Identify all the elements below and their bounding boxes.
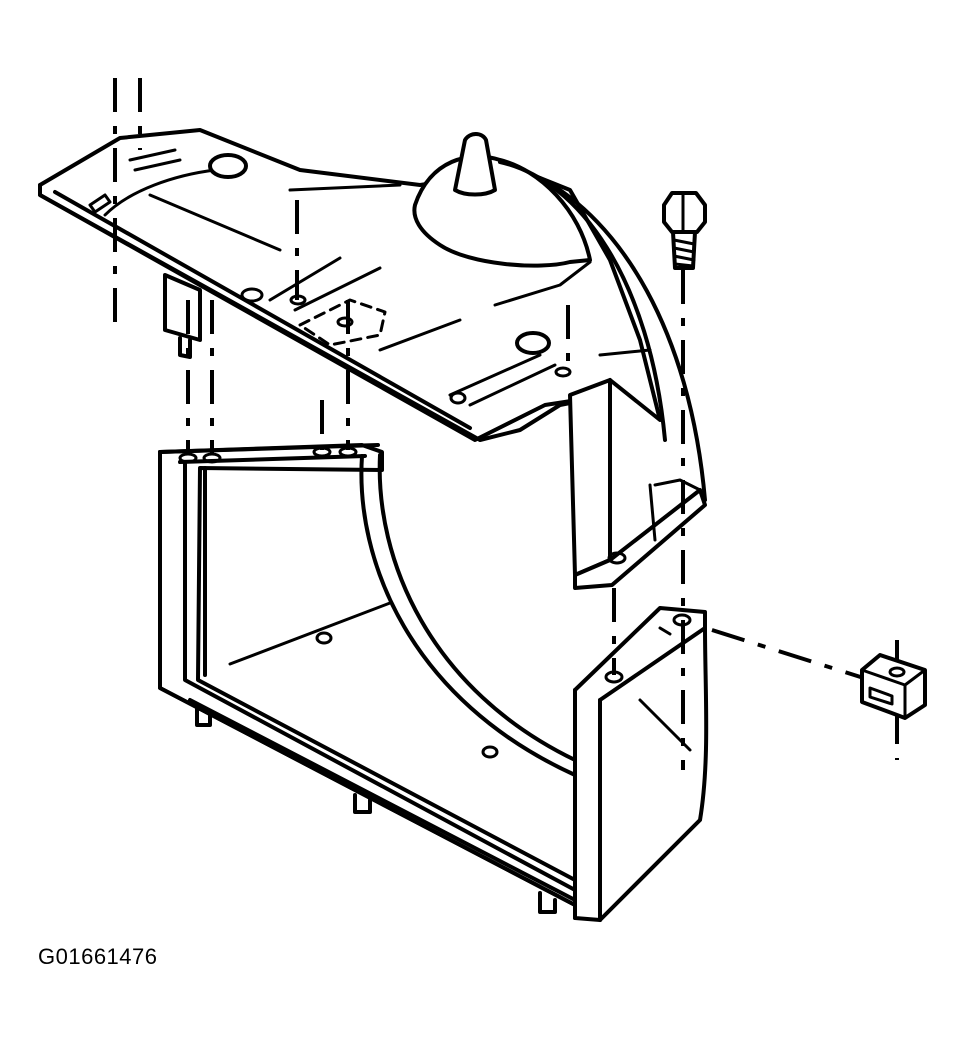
lower-fan-shroud bbox=[158, 443, 577, 914]
right-side-bracket bbox=[573, 606, 709, 922]
alignment-lines bbox=[113, 78, 899, 770]
upper-fan-shroud bbox=[38, 128, 707, 590]
clip-nut bbox=[860, 653, 927, 720]
bolt bbox=[662, 191, 707, 270]
figure-reference-code: G01661476 bbox=[38, 944, 158, 969]
